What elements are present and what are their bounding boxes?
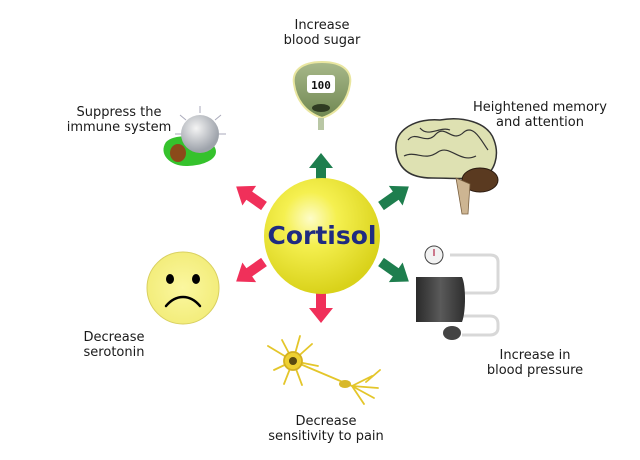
label-blood-pressure: Increase in blood pressure (486, 348, 584, 378)
label-pain: Decrease sensitivity to pain (268, 414, 384, 444)
label-memory: Heightened memory and attention (473, 100, 607, 130)
label-blood-sugar: Increase blood sugar (283, 18, 361, 48)
cortisol-label: Cortisol (267, 221, 377, 250)
sad-face-icon (146, 251, 220, 325)
blood-pressure-cuff-icon (416, 245, 500, 340)
cortisol-sphere (264, 178, 380, 294)
arrow-up (309, 153, 333, 188)
glucose-meter-icon: 100 (292, 60, 352, 130)
brain-icon (395, 118, 499, 215)
arrow-down-right (378, 257, 409, 283)
arrow-down-left (236, 257, 267, 283)
immune-cell-icon (163, 106, 226, 166)
label-serotonin: Decrease serotonin (83, 330, 145, 360)
neuron-icon (267, 335, 381, 405)
label-immune: Suppress the immune system (66, 105, 172, 135)
svg-text:100: 100 (311, 79, 331, 92)
arrow-up-left (236, 185, 267, 211)
arrow-down (309, 290, 333, 323)
arrow-up-right (378, 185, 409, 211)
